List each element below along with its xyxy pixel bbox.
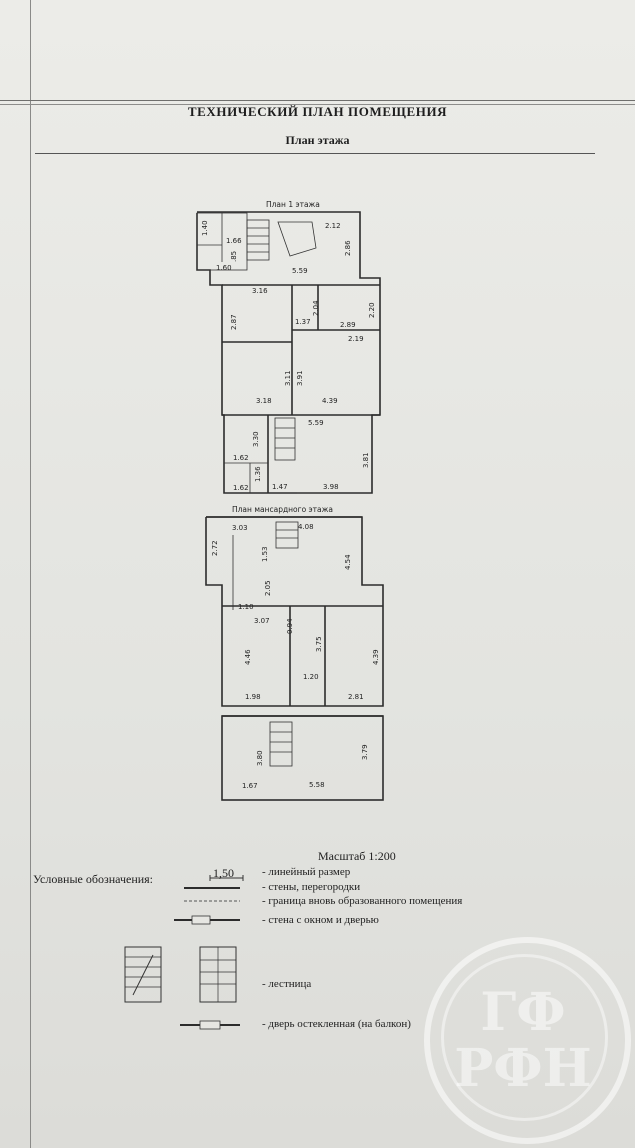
- frame-line: [0, 104, 635, 105]
- watermark-inner-ring: [441, 954, 608, 1121]
- legend-sample-value: 1,50: [213, 866, 234, 880]
- dimension-label: 0.94: [286, 618, 294, 634]
- dimension-label: 5.59: [308, 419, 324, 427]
- window-symbol: [191, 915, 211, 925]
- stair-legend-symbol: [124, 946, 162, 1003]
- dimension-label: 1.36: [254, 466, 262, 482]
- dimension-label: 3.79: [361, 744, 369, 760]
- attic-floor-plan: План мансардного этажа 3.03 4.08 2.72 1.…: [205, 505, 384, 801]
- dimension-label: .85: [230, 251, 238, 262]
- legend-item: - линейный размер: [262, 866, 351, 878]
- dimension-label: 3.91: [296, 370, 304, 386]
- dimension-label: 5.59: [292, 267, 308, 275]
- dimension-label: 4.39: [372, 649, 380, 665]
- frame-line: [0, 100, 635, 101]
- dimension-label: 1.10: [238, 603, 254, 611]
- dimension-label: 3.30: [252, 431, 260, 447]
- dimension-label: 3.11: [284, 370, 292, 386]
- legend-item: - граница вновь образованного помещения: [262, 895, 463, 907]
- dimension-label: 3.07: [254, 617, 270, 625]
- dimension-label: 5.58: [309, 781, 325, 789]
- dimension-label: 1.98: [245, 693, 261, 701]
- dimension-label: 1.67: [242, 782, 258, 790]
- dimension-label: 3.98: [323, 483, 339, 491]
- dimension-label: 1.53: [261, 546, 269, 562]
- dimension-label: 4.54: [344, 554, 352, 570]
- dimension-label: 4.46: [244, 649, 252, 665]
- legend-item: - лестница: [262, 978, 312, 990]
- dimension-label: 2.87: [230, 314, 238, 330]
- dimension-label: 2.89: [340, 321, 356, 329]
- dimension-label: 1.47: [272, 483, 288, 491]
- stair-symbol: [275, 521, 299, 549]
- scale-label: Масштаб 1:200: [318, 849, 396, 863]
- dimension-label: 1.60: [216, 264, 232, 272]
- dimension-label: 2.20: [368, 302, 376, 318]
- legend-symbols: [124, 875, 244, 1030]
- divider: [35, 153, 595, 154]
- dimension-label: 2.72: [211, 540, 219, 556]
- floor-1-plan: План 1 этажа 1.40 1.66 1.60 .85: [196, 200, 381, 494]
- dimension-label: 1.20: [303, 673, 319, 681]
- dimension-label: 1.37: [295, 318, 311, 326]
- dimension-label: 3.75: [315, 636, 323, 652]
- legend-title: Условные обозначения:: [33, 872, 154, 886]
- watermark-logo: ГФ РФН: [454, 982, 592, 1099]
- frame-line: [30, 0, 31, 1148]
- dimension-label: 1.66: [226, 237, 242, 245]
- attic-lower-room: [221, 715, 384, 801]
- dimension-label: 2.05: [264, 580, 272, 596]
- dimension-label: 1.62: [233, 484, 249, 492]
- dimension-label: 2.81: [348, 693, 364, 701]
- dimension-label: 3.16: [252, 287, 268, 295]
- floor-1-caption: План 1 этажа: [266, 200, 320, 209]
- dimension-label: 4.08: [298, 523, 314, 531]
- bath-symbol: [277, 221, 317, 257]
- floor-1-outline: [196, 211, 381, 494]
- watermark-ring: [424, 937, 631, 1144]
- stair-arrow: [132, 954, 154, 996]
- stair-symbol: [269, 721, 293, 767]
- attic-floor-caption: План мансардного этажа: [232, 505, 333, 514]
- dimension-label: 3.18: [256, 397, 272, 405]
- stair-symbol: [246, 219, 270, 261]
- legend-item: - стена с окном и дверью: [262, 914, 379, 926]
- dimension-label: 3.03: [232, 524, 248, 532]
- door-symbol: [199, 1020, 221, 1030]
- dimension-label: 1.40: [201, 220, 209, 236]
- dimension-label: 4.39: [322, 397, 338, 405]
- legend-item: - стены, перегородки: [262, 881, 361, 893]
- dimension-label: 2.04: [312, 300, 320, 316]
- legend-item: - дверь остекленная (на балкон): [262, 1018, 411, 1030]
- dimension-label: 2.19: [348, 335, 364, 343]
- document-subtitle: План этажа: [285, 133, 350, 147]
- dimension-label: 2.86: [344, 240, 352, 256]
- attic-outline: [205, 516, 384, 707]
- document-title: ТЕХНИЧЕСКИЙ ПЛАН ПОМЕЩЕНИЯ: [187, 104, 448, 119]
- stair-symbol: [274, 417, 296, 461]
- dimension-label: 1.62: [233, 454, 249, 462]
- dimension-label: 3.81: [362, 452, 370, 468]
- dimension-label: 2.12: [325, 222, 341, 230]
- dimension-label: 3.80: [256, 750, 264, 766]
